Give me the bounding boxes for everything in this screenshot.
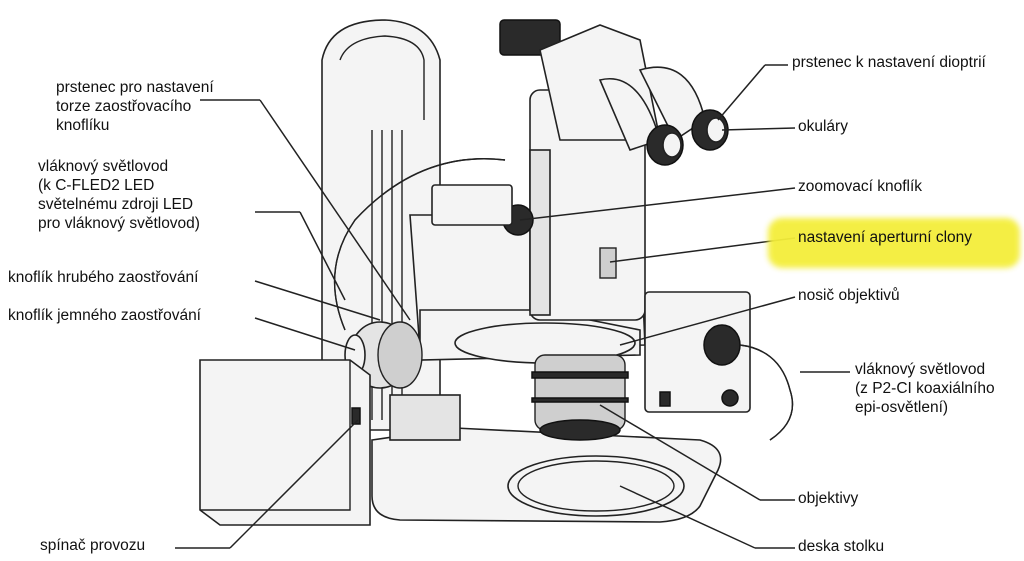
- leader-lines: [175, 64, 850, 549]
- label-fiber-guide-cfled2: vláknový světlovod (k C-FLED2 LED světel…: [38, 158, 200, 232]
- label-power-switch: spínač provozu: [40, 537, 146, 554]
- highlight-marker: [768, 218, 1020, 268]
- label-stage-plate: deska stolku: [798, 538, 885, 555]
- label-zoom-knob: zoomovací knoflík: [798, 178, 923, 195]
- label-eyepieces: okuláry: [798, 118, 848, 135]
- label-nosepiece: nosič objektivů: [798, 287, 900, 304]
- label-fine-focus-knob: knoflík jemného zaostřování: [8, 307, 201, 324]
- stage-plate: [507, 455, 685, 517]
- label-diopter-ring: prstenec k nastavení dioptrií: [792, 54, 986, 71]
- label-coarse-focus-knob: knoflík hrubého zaostřování: [8, 269, 199, 286]
- power-box: [199, 359, 371, 526]
- label-fiber-guide-p2ci: vláknový světlovod (z P2-CI koaxiálního …: [855, 361, 995, 416]
- power-switch: [351, 407, 361, 425]
- label-objectives: objektivy: [798, 490, 859, 507]
- epi-illuminator: [644, 291, 751, 413]
- label-aperture-diaphragm: nastavení aperturní clony: [798, 229, 973, 246]
- objective: [534, 354, 626, 431]
- label-torsion-ring: prstenec pro nastavení torze zaostřovací…: [56, 79, 214, 134]
